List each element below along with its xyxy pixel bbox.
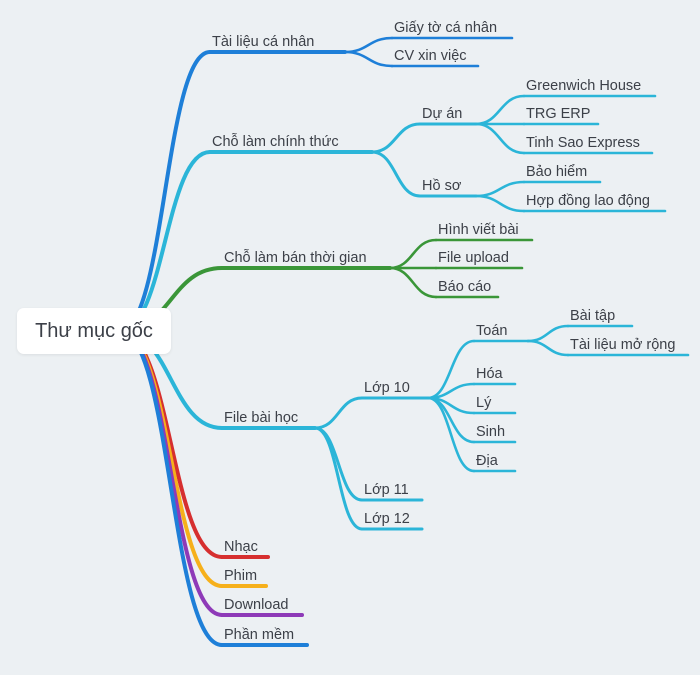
node-du-an-edge [370, 122, 422, 154]
node-sinh[interactable]: Sinh [476, 424, 505, 440]
node-download-edge [118, 329, 224, 617]
node-hoa[interactable]: Hóa [476, 366, 504, 382]
node-hop-dong-lao-dong[interactable]: Hợp đồng lao động [526, 193, 650, 209]
node-cv-xin-viec[interactable]: CV xin việc [394, 48, 467, 64]
node-giay-to-ca-nhan[interactable]: Giấy tờ cá nhân [394, 20, 497, 36]
node-lop-12[interactable]: Lớp 12 [364, 511, 410, 527]
node-ho-so-edge [370, 150, 422, 198]
node-cho-lam-chinh-thuc[interactable]: Chỗ làm chính thức [212, 133, 339, 150]
node-file-bai-hoc[interactable]: File bài học [224, 410, 298, 426]
node-file-upload[interactable]: File upload [438, 250, 509, 266]
node-tai-lieu-ca-nhan[interactable]: Tài liệu cá nhân [212, 34, 314, 50]
node-cho-lam-ban-thoi-gian[interactable]: Chỗ làm bán thời gian [224, 249, 367, 266]
node-nhac-edge [118, 329, 224, 559]
node-toan-edge [426, 339, 476, 400]
node-giay-to-ca-nhan-edge [343, 36, 394, 54]
node-bai-tap[interactable]: Bài tập [570, 308, 615, 324]
node-dia[interactable]: Địa [476, 453, 499, 469]
node-ho-so[interactable]: Hồ sơ [422, 178, 462, 194]
node-greenwich-house-edge [474, 94, 526, 126]
node-bao-cao[interactable]: Báo cáo [438, 279, 491, 295]
node-lop-12-edge [313, 426, 364, 531]
node-hinh-viet-bai-edge [388, 238, 438, 270]
node-tai-lieu-ca-nhan-edge [118, 50, 212, 333]
node-hinh-viet-bai[interactable]: Hình viết bài [438, 222, 519, 238]
node-lop-10-edge [313, 396, 364, 430]
node-lop-11[interactable]: Lớp 11 [364, 482, 409, 498]
node-tinh-sao-express-edge [474, 122, 526, 155]
node-lop-11-edge [313, 426, 364, 502]
node-tinh-sao-express[interactable]: Tinh Sao Express [526, 135, 640, 151]
node-toan[interactable]: Toán [476, 323, 507, 339]
node-nhac[interactable]: Nhạc [224, 539, 258, 555]
node-bao-hiem[interactable]: Bảo hiểm [526, 164, 587, 180]
node-bao-cao-edge [388, 266, 438, 299]
node-phim[interactable]: Phim [224, 568, 257, 584]
node-download[interactable]: Download [224, 597, 289, 613]
node-trg-erp[interactable]: TRG ERP [526, 106, 590, 122]
node-lop-10[interactable]: Lớp 10 [364, 380, 410, 396]
node-dia-edge [426, 396, 476, 473]
node-hop-dong-lao-dong-edge [474, 194, 526, 213]
node-du-an[interactable]: Dự án [422, 106, 462, 122]
node-greenwich-house[interactable]: Greenwich House [526, 78, 641, 94]
node-ly[interactable]: Lý [476, 395, 492, 411]
node-tai-lieu-mo-rong-edge [526, 339, 570, 357]
root-node[interactable]: Thư mục gốc [17, 308, 171, 354]
node-bai-tap-edge [526, 324, 570, 343]
node-cv-xin-viec-edge [343, 50, 394, 68]
node-tai-lieu-mo-rong[interactable]: Tài liệu mở rộng [570, 337, 675, 353]
node-bao-hiem-edge [474, 180, 526, 198]
node-phan-mem[interactable]: Phần mềm [224, 627, 294, 643]
